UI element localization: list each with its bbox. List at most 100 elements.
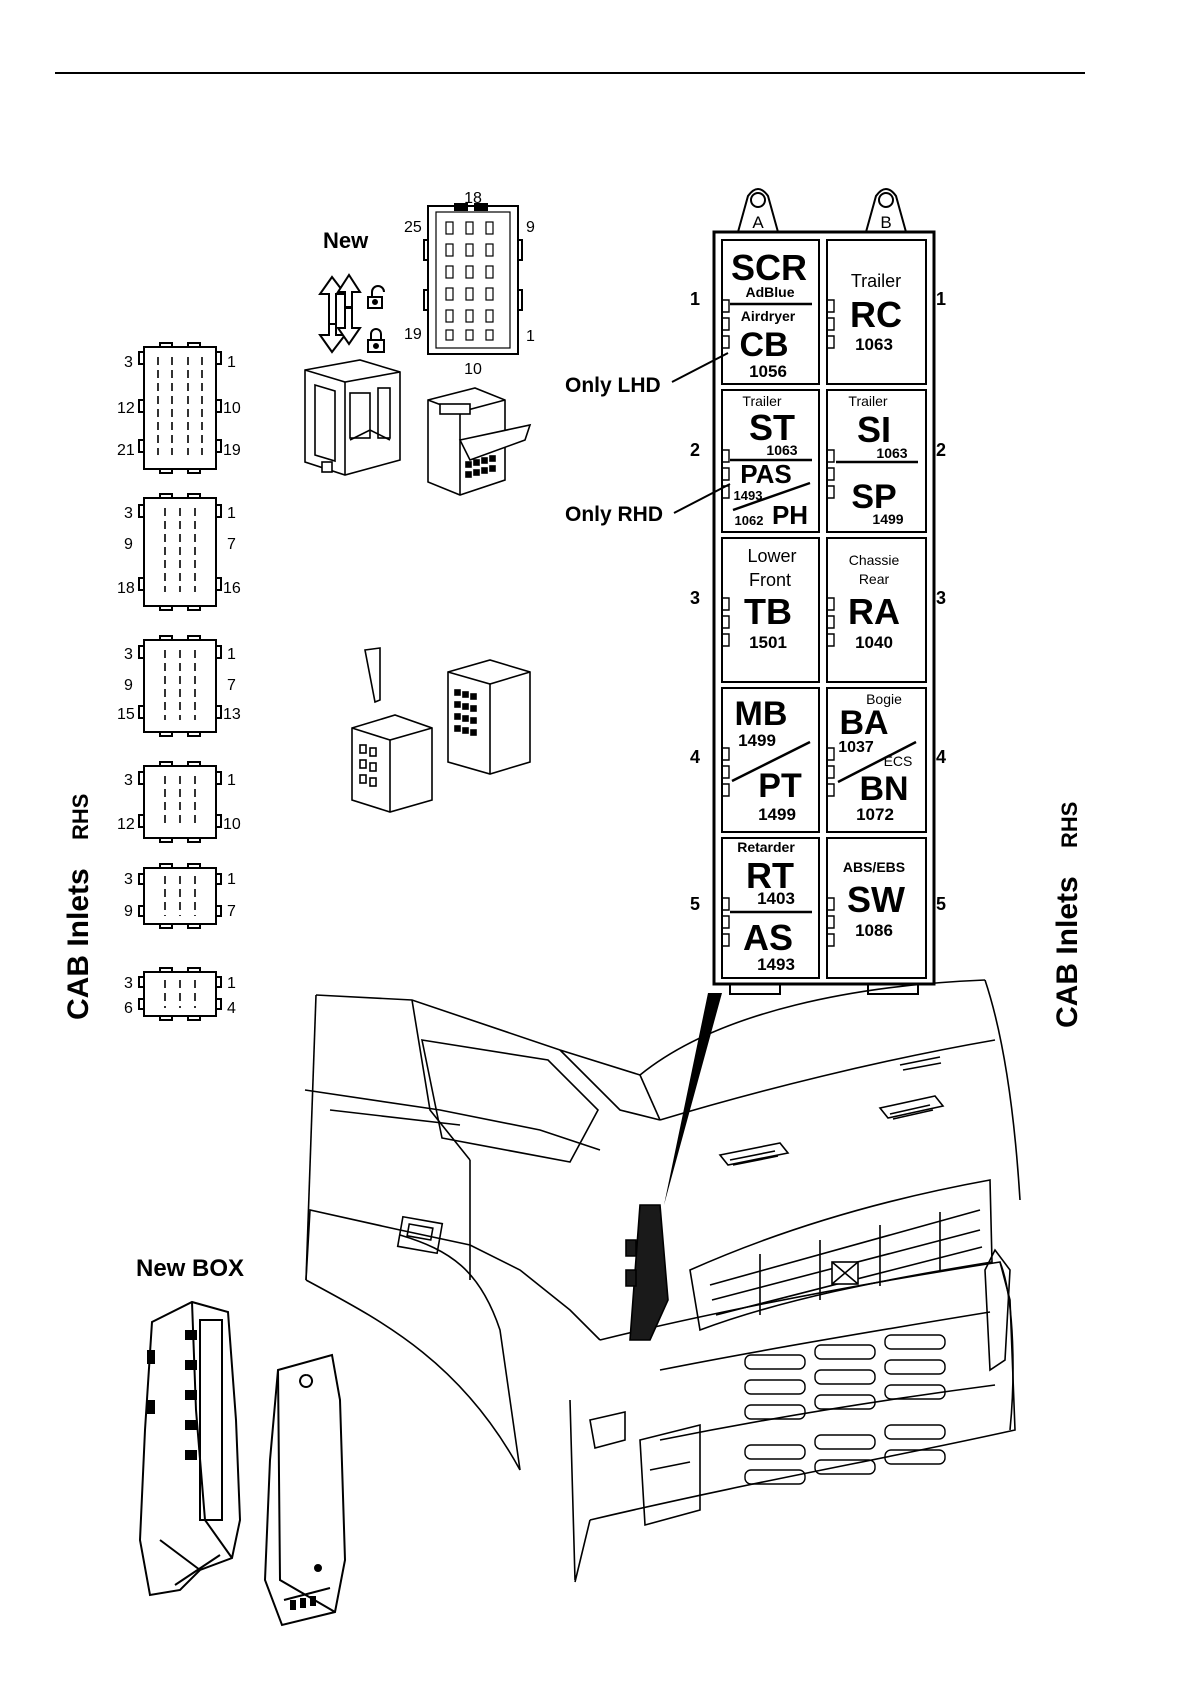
new-box-label: New BOX	[136, 1255, 244, 1282]
side-connector-5-pin-bl: 9	[124, 903, 133, 920]
side-connector-3-pin-tl: 3	[124, 646, 133, 663]
side-connector-2-pin-br: 16	[223, 580, 241, 597]
cell-b2-num2: 1499	[872, 511, 903, 527]
fuse-box-feet	[729, 984, 919, 995]
cell-b4: Bogie BA 1037 ECS BN 1072	[837, 691, 917, 824]
row-4-left: 4	[690, 747, 700, 767]
cell-a2: Trailer ST 1063 PAS 1493 1062 PH	[730, 393, 812, 530]
cell-a2-num3: 1062	[735, 513, 764, 528]
cell-b5-big: SW	[847, 879, 905, 920]
pin-18: 18	[464, 190, 482, 207]
cell-a4-num2: 1499	[758, 805, 796, 824]
cell-a4-big1: MB	[735, 695, 788, 733]
cab-inlets-left: CAB Inlets RHS	[62, 794, 95, 1020]
cell-a2-big1: ST	[749, 407, 795, 448]
cell-b5-num: 1086	[855, 921, 893, 940]
cab-inlets-right-title: CAB Inlets	[1051, 876, 1084, 1028]
side-connector-2-pin-tr: 1	[227, 505, 236, 522]
side-connector-5-pin-tr: 1	[227, 871, 236, 888]
side-connector-3-pin-ml: 9	[124, 677, 133, 694]
side-connector-3-pin-tr: 1	[227, 646, 236, 663]
cab-inlets-right: CAB Inlets RHS	[1051, 802, 1084, 1028]
side-connector-3-pin-br: 13	[223, 706, 241, 723]
side-connector-6-pin-tr: 1	[227, 975, 236, 992]
row-2-right: 2	[936, 440, 946, 460]
cell-a2-num1: 1063	[766, 442, 797, 458]
side-connector-4: 3 1 12 10	[117, 761, 241, 843]
side-connector-3-pin-mr: 7	[227, 677, 236, 694]
cab-inlets-left-title: CAB Inlets	[62, 868, 95, 1020]
only-lhd-label: Only LHD	[565, 374, 661, 397]
lock-icon	[367, 328, 385, 353]
side-connector-1-pin-tr: 1	[227, 354, 236, 371]
cell-a3-num: 1501	[749, 633, 787, 652]
cell-b2-big2: SP	[851, 478, 896, 516]
cell-a5-big1: RT	[746, 855, 794, 896]
cell-a5-top: Retarder	[737, 839, 795, 855]
side-connector-3-pin-bl: 15	[117, 706, 135, 723]
fuse-box-mounting-ears	[737, 188, 907, 233]
cell-b2-big1: SI	[857, 409, 891, 450]
up-down-arrows-icon	[318, 273, 362, 354]
cell-a1-big2: CB	[739, 326, 788, 364]
side-connector-5-pin-tl: 3	[124, 871, 133, 888]
side-connector-4-pin-bl: 12	[117, 816, 135, 833]
cell-a1-big1: SCR	[731, 247, 807, 288]
cell-a1-small1: AdBlue	[746, 284, 795, 300]
side-connector-2-pin-bl: 18	[117, 580, 135, 597]
row-5-left: 5	[690, 894, 700, 914]
side-connector-6-pin-bl: 6	[124, 1000, 133, 1017]
new-box-cover	[263, 1353, 347, 1627]
side-connector-1-pin-mr: 10	[223, 400, 241, 417]
row-3-right: 3	[936, 588, 946, 608]
side-connectors: 3 1 12 10 21 19 3 1 9 7 18 16	[117, 342, 241, 1021]
side-connector-5: 3 1 9 7	[124, 863, 236, 929]
row-2-left: 2	[690, 440, 700, 460]
side-connector-1-pin-br: 19	[223, 442, 241, 459]
only-lhd-callout: Only LHD	[565, 352, 729, 397]
new-label: New	[323, 228, 369, 253]
side-connector-6-pin-tl: 3	[124, 975, 133, 992]
new-connector-group: New 18 25 9 19 1 10	[304, 190, 535, 496]
cell-a5-num1: 1403	[757, 889, 795, 908]
new-box-housing	[138, 1300, 242, 1597]
new-box-group: New BOX	[136, 1255, 347, 1627]
side-connector-1-pin-tl: 3	[124, 354, 133, 371]
fuse-box-frame	[712, 230, 936, 986]
row-3-left: 3	[690, 588, 700, 608]
cell-b2: Trailer SI 1063 SP 1499	[836, 393, 918, 527]
cell-a3-top2: Front	[749, 570, 791, 590]
fuse-box: A B 1 1	[690, 188, 946, 995]
cell-a3-top1: Lower	[747, 546, 796, 566]
pin-25: 25	[404, 219, 422, 236]
pin-10: 10	[464, 361, 482, 378]
unlock-icon	[367, 285, 385, 309]
cell-b3-num: 1040	[855, 633, 893, 652]
cab-inlets-right-rhs: RHS	[1057, 802, 1082, 848]
cell-b4-num2: 1072	[856, 805, 894, 824]
cell-a1: SCR AdBlue Airdryer CB 1056	[730, 247, 812, 381]
only-rhd-label: Only RHD	[565, 503, 663, 526]
cell-a5-num2: 1493	[757, 955, 795, 974]
location-pointer	[664, 993, 722, 1205]
row-5-right: 5	[936, 894, 946, 914]
row-4-right: 4	[936, 747, 946, 767]
cell-a3-big: TB	[744, 591, 792, 632]
cell-b4-big1: BA	[839, 704, 888, 742]
side-connector-6: 3 1 6 4	[124, 967, 236, 1021]
cell-b1: Trailer RC 1063	[850, 271, 902, 354]
cell-a4-num1: 1499	[738, 731, 776, 750]
cell-b4-num1: 1037	[838, 739, 874, 756]
side-connector-3: 3 1 9 7 15 13	[117, 635, 241, 737]
side-connector-2-pin-mr: 7	[227, 536, 236, 553]
cell-a2-big2: PAS	[740, 459, 792, 489]
pin-9: 9	[526, 219, 535, 236]
cell-b3-big: RA	[848, 591, 900, 632]
cell-b2-top: Trailer	[848, 393, 887, 409]
top-connector-face	[423, 203, 523, 355]
cell-a4-big2: PT	[758, 767, 802, 805]
cell-a4: MB 1499 PT 1499	[731, 695, 811, 824]
connector-housing-3d-right	[427, 387, 532, 496]
